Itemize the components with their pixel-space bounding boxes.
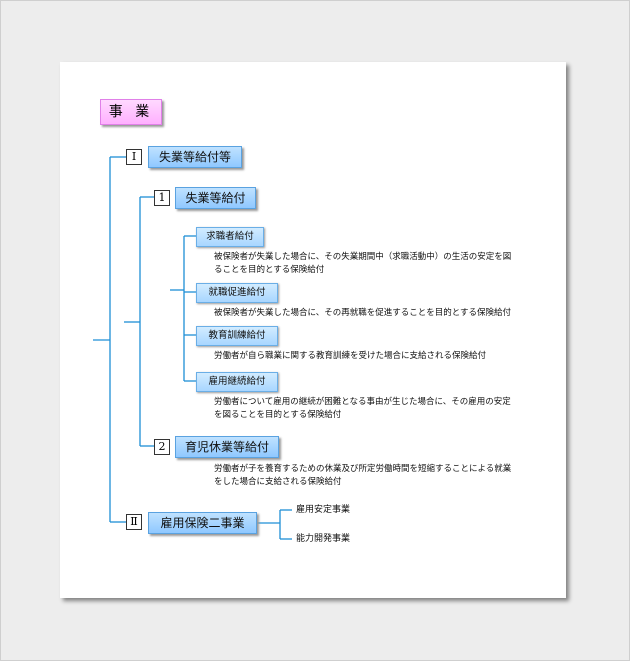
sub1-box: 失業等給付 [175,187,256,209]
section2-item-kaihatsu: 能力開発事業 [296,534,351,544]
item-box-keizoku: 雇用継続給付 [196,372,278,392]
sub2-number: 2 [154,439,170,455]
document-page [60,62,566,598]
section2-numeral: Ⅱ [126,514,142,530]
sub2-desc: 労働者が子を養育するための休業及び所定労働時間を短縮することによる就業をした場合… [214,464,512,487]
page-title: 事 業 [100,99,162,125]
section2-item-antei: 雇用安定事業 [296,505,351,515]
sub1-number: 1 [154,190,170,206]
item-desc-keizoku: 労働者について雇用の継続が困難となる事由が生じた場合に、その雇用の安定を図ること… [214,397,511,420]
item-desc-kyushokusha: 被保険者が失業した場合に、その失業期間中（求職活動中）の生活の安定を図ることを目… [214,252,512,275]
item-box-kyushokusha: 求職者給付 [196,227,264,247]
sub2-box: 育児休業等給付 [175,436,279,458]
item-box-kyoiku: 教育訓練給付 [196,326,278,346]
item-desc-kyoiku: 労働者が自ら職業に関する教育訓練を受けた場合に支給される保険給付 [214,351,487,361]
section1-numeral: Ⅰ [126,149,142,165]
section2-box: 雇用保険二事業 [148,512,257,534]
item-desc-shushoku: 被保険者が失業した場合に、その再就職を促進することを目的とする保険給付 [214,308,511,318]
item-box-shushoku: 就職促進給付 [196,283,278,303]
section1-box: 失業等給付等 [148,146,242,168]
